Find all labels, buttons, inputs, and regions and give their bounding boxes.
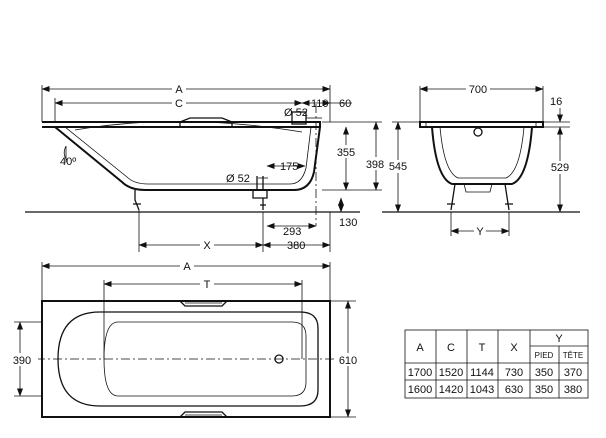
table-row: 1600 1420 1043 630 350 380 bbox=[408, 384, 582, 396]
table-header-A: A bbox=[416, 342, 424, 354]
dimension-545-label: 545 bbox=[389, 161, 407, 173]
tub-inner-body bbox=[64, 126, 312, 185]
foot-left bbox=[133, 190, 141, 211]
dimension-A-label: A bbox=[175, 84, 183, 96]
dimension-175-label: 175 bbox=[280, 161, 298, 173]
side-view: A C 110 60 Ø 52 40º 355 398 175 Ø 52 130… bbox=[25, 82, 386, 252]
dimension-X-label: X bbox=[203, 240, 211, 252]
table-header-C: C bbox=[447, 342, 455, 354]
dimension-table: A C T X Y PIED TÊTE 1700 1520 1144 730 3… bbox=[404, 329, 589, 399]
table-cell: 1700 bbox=[408, 367, 432, 379]
foot-right bbox=[260, 198, 266, 210]
dimension-130-label: 130 bbox=[339, 217, 357, 229]
table-subheader-pied: PIED bbox=[535, 351, 554, 360]
overflow-diameter-label: Ø 52 bbox=[284, 107, 308, 119]
table-header-X: X bbox=[510, 342, 518, 354]
plan-dimension-390-label: 390 bbox=[13, 355, 31, 367]
dimension-700-label: 700 bbox=[469, 84, 487, 96]
tub-outer-body bbox=[54, 126, 321, 191]
dimension-293-label: 293 bbox=[283, 226, 301, 238]
dimension-355-label: 355 bbox=[337, 147, 355, 159]
dimension-529-label: 529 bbox=[551, 162, 569, 174]
plan-dimension-T-label: T bbox=[204, 279, 211, 291]
tub-rim bbox=[42, 121, 321, 128]
plan-basin-inner bbox=[103, 321, 307, 397]
angle-40-label: 40º bbox=[60, 156, 76, 168]
end-inner-body bbox=[439, 126, 525, 179]
end-foot-left bbox=[447, 183, 456, 211]
table-cell: 1144 bbox=[470, 367, 494, 379]
dimension-16-label: 16 bbox=[550, 96, 562, 108]
table-cell: 630 bbox=[505, 384, 523, 396]
table-cell: 1420 bbox=[439, 384, 463, 396]
drain-waste bbox=[252, 190, 268, 199]
plan-view: A T 390 610 bbox=[10, 259, 360, 418]
dimension-398-label: 398 bbox=[366, 159, 384, 171]
table-cell: 370 bbox=[564, 367, 582, 379]
table-cell: 380 bbox=[564, 384, 582, 396]
table-border bbox=[404, 329, 589, 399]
plan-dimension-A-label: A bbox=[183, 261, 191, 273]
table-cell: 350 bbox=[535, 367, 553, 379]
table-header-Y: Y bbox=[555, 333, 563, 345]
end-rim bbox=[419, 121, 544, 128]
dimension-C-label: C bbox=[175, 98, 183, 110]
dimension-380-label: 380 bbox=[287, 240, 305, 252]
end-view: 700 16 529 545 Y bbox=[382, 82, 580, 238]
table-cell: 350 bbox=[535, 384, 553, 396]
table-cell: 1520 bbox=[439, 367, 463, 379]
table-row: 1700 1520 1144 730 350 370 bbox=[408, 367, 582, 379]
plan-grip-bottom bbox=[179, 411, 228, 418]
end-foot-right bbox=[504, 183, 513, 211]
table-cell: 730 bbox=[505, 367, 523, 379]
dimension-110-label: 110 bbox=[311, 98, 329, 110]
dimension-Y-label: Y bbox=[476, 226, 484, 238]
table-header-T: T bbox=[479, 342, 486, 354]
plan-basin-outer bbox=[57, 311, 319, 407]
plan-dimension-610-label: 610 bbox=[339, 355, 357, 367]
drain-diameter-label: Ø 52 bbox=[226, 173, 250, 185]
grip-handle-side bbox=[179, 117, 233, 127]
plan-grip-top bbox=[179, 300, 228, 307]
end-overflow-hole bbox=[473, 127, 483, 137]
table-cell: 1043 bbox=[470, 384, 494, 396]
tub-interior-curve bbox=[74, 121, 303, 133]
end-outer-body bbox=[431, 126, 533, 185]
table-subheader-tete: TÊTE bbox=[563, 351, 583, 360]
dimension-60-label: 60 bbox=[339, 98, 351, 110]
table-cell: 1600 bbox=[408, 384, 432, 396]
